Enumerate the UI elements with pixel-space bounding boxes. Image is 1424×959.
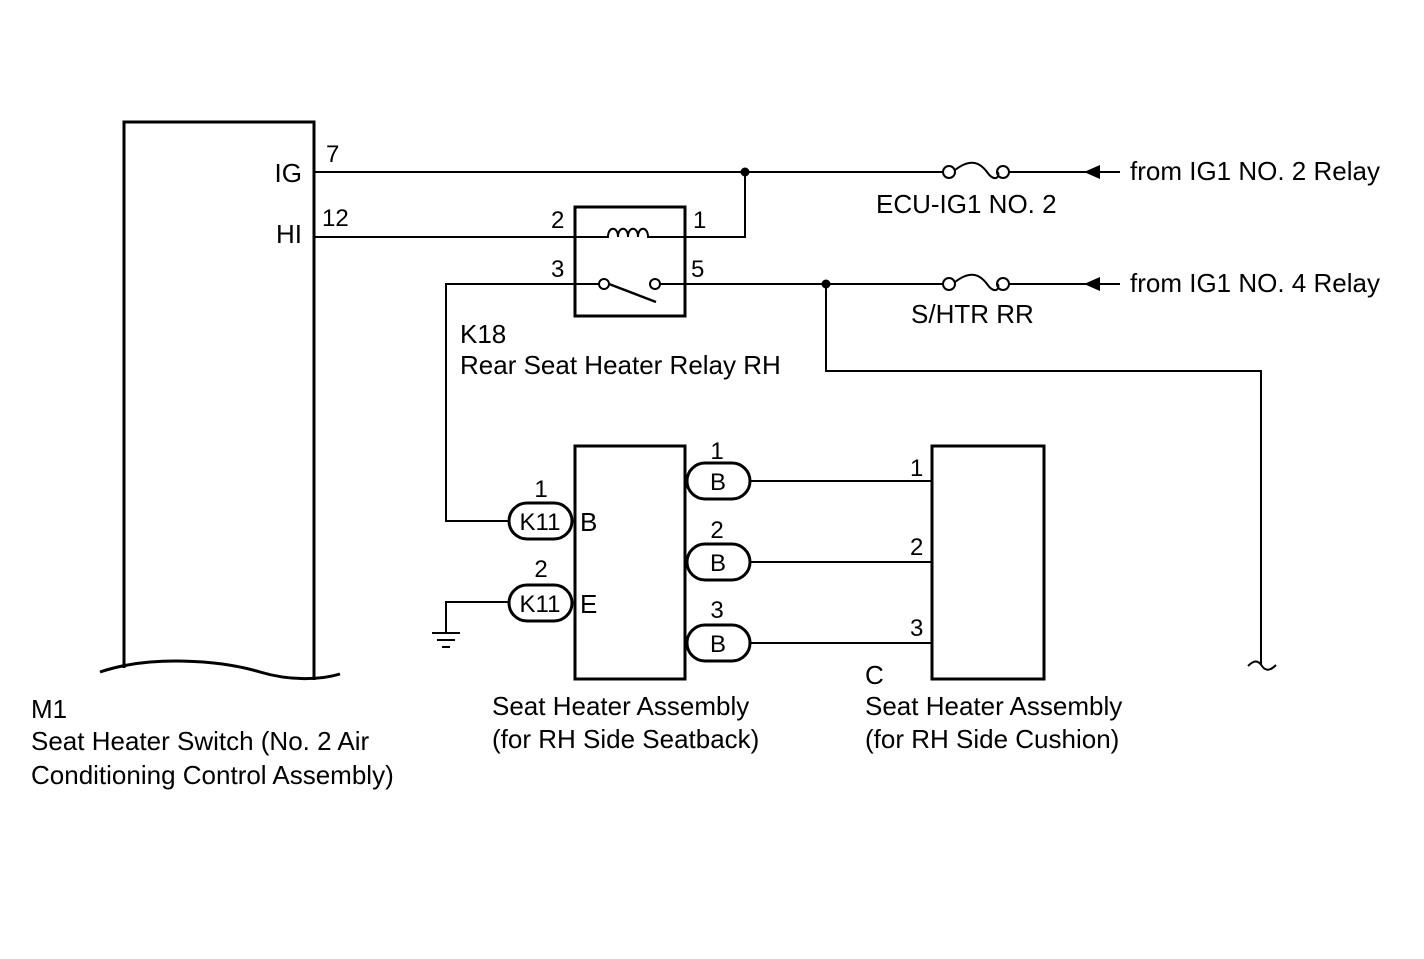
relay-pin-1: 1 bbox=[693, 207, 706, 234]
cushion-pin-3: 3 bbox=[910, 615, 923, 642]
seatback-name-1: Seat Heater Assembly bbox=[492, 691, 749, 721]
switch-unit-box bbox=[122, 120, 316, 680]
connector-b-1-label: B bbox=[710, 469, 726, 496]
relay-name: Rear Seat Heater Relay RH bbox=[460, 350, 781, 380]
wire-relay-coil-feed bbox=[685, 172, 746, 238]
cushion-pin-2: 2 bbox=[910, 534, 923, 561]
wire-ground bbox=[445, 601, 509, 632]
connector-b-2-pin: 2 bbox=[710, 517, 723, 544]
connector-k11-e-label: K11 bbox=[520, 591, 561, 618]
relay-coil bbox=[575, 227, 685, 238]
switch-unit-name-2: Conditioning Control Assembly) bbox=[31, 760, 394, 790]
seatback-terminal-b: B bbox=[580, 507, 597, 537]
cushion-pin-1: 1 bbox=[910, 455, 923, 482]
switch-pin-hi: 12 bbox=[322, 205, 349, 232]
connector-b-3-label: B bbox=[710, 631, 726, 658]
source-ig1-no4-label: from IG1 NO. 4 Relay bbox=[1130, 268, 1380, 298]
relay-switch-terminal-right bbox=[649, 278, 661, 290]
cushion-box bbox=[930, 444, 1046, 681]
fuse-shtr-rr bbox=[942, 273, 1010, 291]
ground-icon bbox=[432, 632, 460, 648]
fuse-ecu-ig1-no2 bbox=[942, 161, 1010, 179]
relay-pin-3: 3 bbox=[551, 256, 564, 283]
cushion-name-2: (for RH Side Cushion) bbox=[865, 724, 1119, 754]
source-ig1-no2-label: from IG1 NO. 2 Relay bbox=[1130, 156, 1380, 186]
wire-continuation-break bbox=[1247, 660, 1277, 671]
wire-relay-output bbox=[445, 283, 575, 522]
switch-unit-code: M1 bbox=[31, 694, 67, 724]
relay-box bbox=[573, 205, 687, 318]
connector-k11-b-label: K11 bbox=[520, 509, 561, 536]
switch-unit-name-1: Seat Heater Switch (No. 2 Air bbox=[31, 726, 369, 756]
relay-code: K18 bbox=[460, 319, 506, 349]
switch-terminal-hi: HI bbox=[276, 219, 302, 249]
wire-continuation bbox=[825, 284, 1262, 665]
seatback-name-2: (for RH Side Seatback) bbox=[492, 724, 759, 754]
fuse-ecu-ig1-label: ECU-IG1 NO. 2 bbox=[876, 189, 1057, 219]
relay-switch-contact bbox=[608, 282, 657, 304]
connector-k11-e-pin: 2 bbox=[534, 556, 547, 583]
relay-switch-terminal-left bbox=[598, 278, 610, 290]
fuse-shtr-label: S/HTR RR bbox=[911, 299, 1034, 329]
connector-k11-b-pin: 1 bbox=[534, 476, 547, 503]
relay-pin-2: 2 bbox=[551, 207, 564, 234]
connector-b-1-pin: 1 bbox=[710, 438, 723, 465]
cushion-name-1: Seat Heater Assembly bbox=[865, 691, 1122, 721]
switch-terminal-ig: IG bbox=[275, 158, 302, 188]
cushion-code: C bbox=[865, 660, 884, 690]
seatback-box bbox=[573, 444, 687, 681]
seatback-terminal-e: E bbox=[580, 589, 597, 619]
switch-unit-break-line bbox=[99, 659, 341, 681]
connector-b-3-pin: 3 bbox=[710, 597, 723, 624]
connector-b-2-label: B bbox=[710, 550, 726, 577]
connector-k11-b bbox=[507, 501, 574, 541]
relay-pin-5: 5 bbox=[691, 256, 704, 283]
arrow-shtr-source bbox=[1084, 277, 1100, 291]
switch-pin-ig: 7 bbox=[326, 141, 339, 168]
arrow-ig-source bbox=[1084, 165, 1100, 179]
